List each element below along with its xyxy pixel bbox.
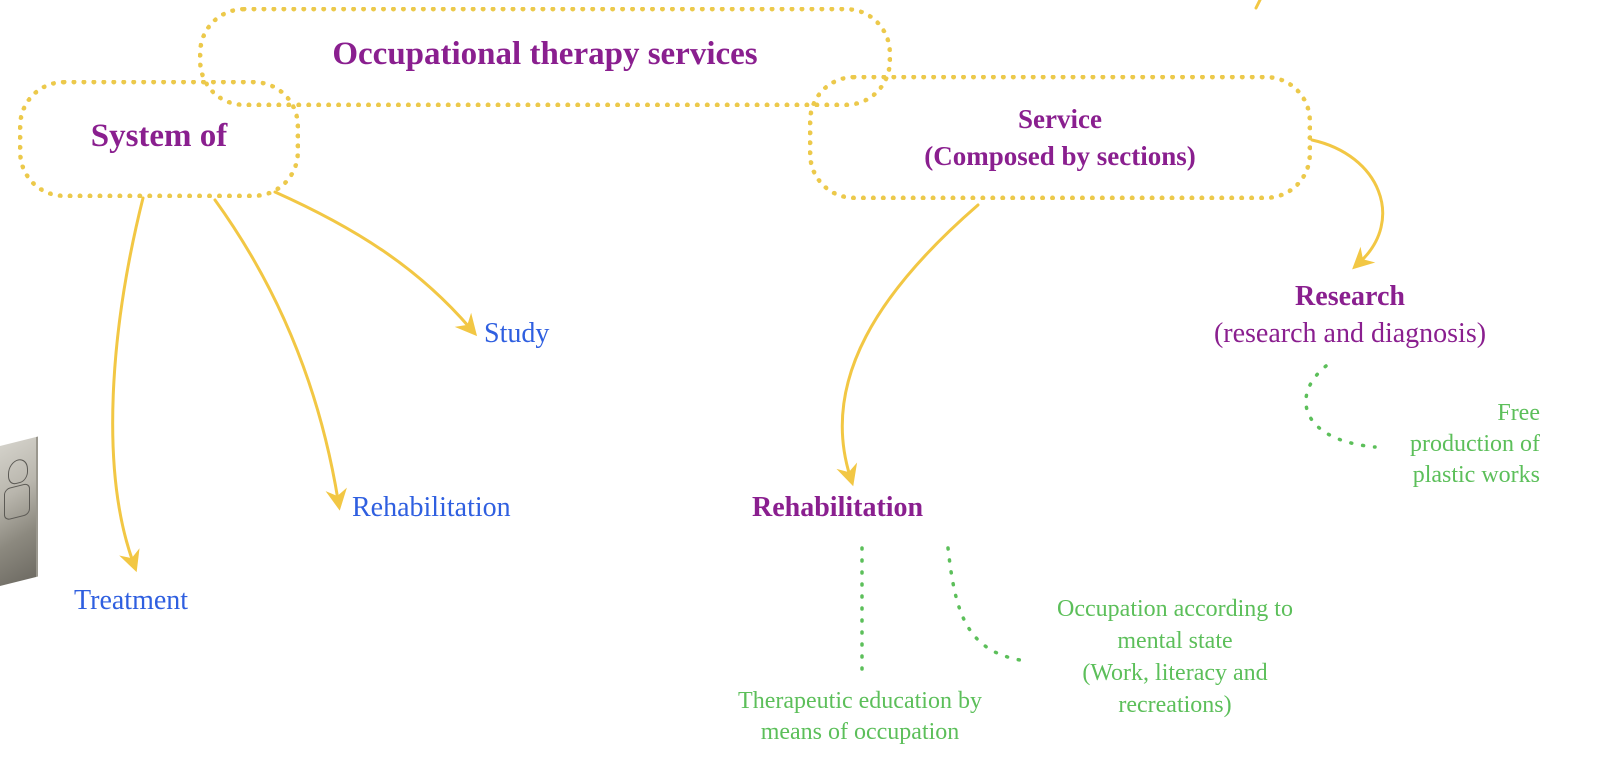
node-rehabilitation-right: Rehabilitation [752, 492, 924, 523]
node-research-subtitle: (research and diagnosis) [1213, 318, 1487, 349]
dotted-link-rehab-to-occupation [946, 546, 1022, 662]
node-system-of: System of [90, 118, 228, 154]
arrow-service-to-rehabilitation [836, 203, 980, 487]
node-occupation-line3: (Work, literacy and [1082, 660, 1268, 686]
node-therapeutic-line2: means of occupation [760, 719, 960, 745]
node-free-production-line1: Free [1497, 400, 1540, 426]
node-free-production-line2: production of [1410, 431, 1540, 457]
bubble-service [808, 75, 1312, 200]
dotted-link-research-to-free [1304, 364, 1377, 449]
node-rehabilitation-left: Rehabilitation [352, 492, 511, 523]
node-service-subtitle: (Composed by sections) [924, 141, 1196, 171]
node-study: Study [484, 318, 550, 349]
arrow-system-to-treatment [111, 196, 145, 573]
arrow-service-to-research [1310, 138, 1385, 270]
arrow-system-to-rehabilitation [213, 198, 347, 511]
bubble-occupational-therapy-services [198, 7, 892, 107]
arrow-offscreen-top [1254, 0, 1262, 10]
node-service-title: Service [1018, 104, 1102, 134]
node-treatment: Treatment [74, 585, 189, 616]
node-therapeutic-line1: Therapeutic education by [738, 688, 982, 714]
page-title: Occupational therapy services [332, 36, 758, 72]
arrow-system-to-study [273, 190, 478, 337]
node-free-production-line3: plastic works [1412, 462, 1540, 488]
node-occupation-line4: recreations) [1118, 692, 1232, 718]
node-research-title: Research [1295, 281, 1405, 312]
node-occupation-line1: Occupation according to [1057, 596, 1293, 622]
node-occupation-line2: mental state [1117, 628, 1233, 654]
bubble-system-of [18, 80, 300, 198]
